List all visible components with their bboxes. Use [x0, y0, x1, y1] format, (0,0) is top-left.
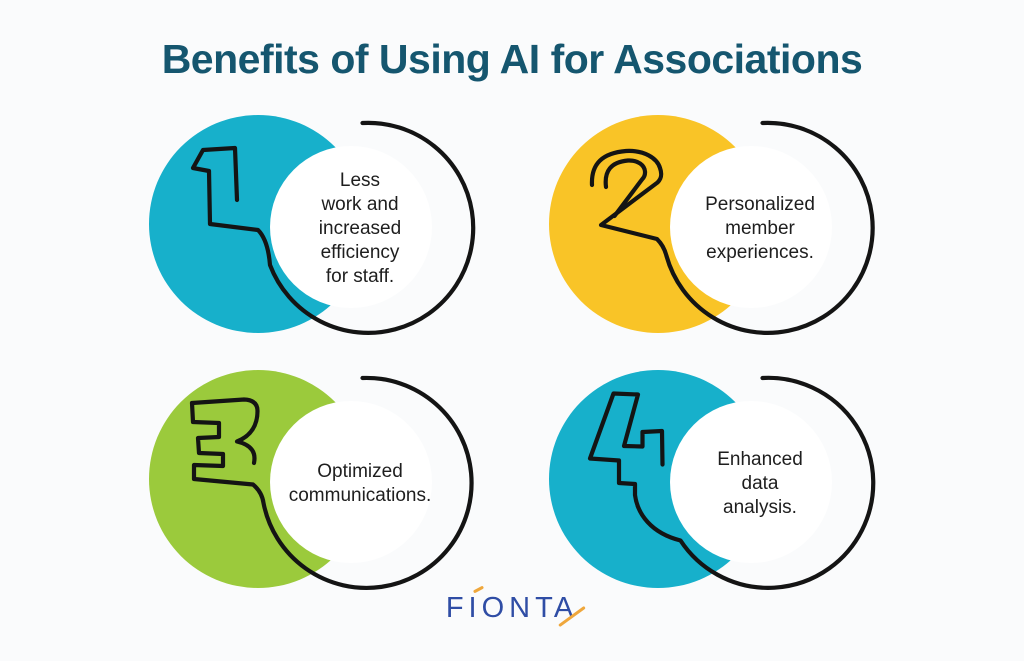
logo-letter-n: N — [509, 592, 536, 624]
numeral-1-glyph-and-ring — [190, 120, 476, 335]
numeral-4-glyph-and-ring — [587, 375, 876, 590]
numeral-2-inner-curl — [603, 158, 648, 219]
benefit-panel-3: Optimized communications. — [140, 355, 500, 605]
logo-letter-f: F — [445, 592, 469, 624]
logo-letter-o: O — [481, 592, 510, 624]
benefit-4-graphic — [549, 370, 876, 590]
logo-letter-i: I — [469, 585, 484, 625]
bite-circle — [670, 146, 832, 308]
benefit-1-graphic — [149, 115, 476, 335]
benefit-4-label: Enhanced data analysis. — [717, 449, 803, 518]
benefit-2-graphic — [549, 115, 875, 335]
bite-circle — [270, 401, 432, 563]
benefit-panel-2: Personalized member experiences. — [540, 100, 900, 350]
benefit-2-label: Personalized member experiences. — [705, 194, 815, 263]
page-title: Benefits of Using AI for Associations — [161, 36, 863, 82]
benefit-3-label: Optimized communications. — [288, 461, 432, 506]
bite-circle — [670, 401, 832, 563]
logo-letter-t: T — [535, 592, 558, 624]
numeral-2-glyph-and-ring — [589, 120, 875, 335]
benefit-panel-4: Enhanced data analysis. — [540, 355, 900, 605]
numeral-3-glyph-and-ring — [189, 375, 474, 591]
logo-letter-a: A — [554, 592, 587, 628]
benefit-1-label: Less work and increased efficiency for s… — [318, 170, 402, 287]
benefit-panel-1: Less work and increased efficiency for s… — [140, 100, 500, 350]
bite-circle — [270, 146, 432, 308]
benefit-3-graphic — [149, 370, 474, 591]
